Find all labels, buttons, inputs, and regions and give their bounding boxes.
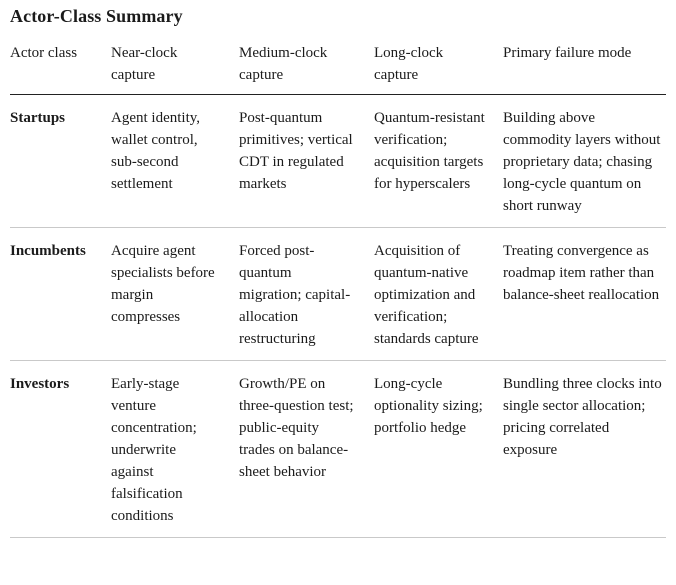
document-page: Actor-Class Summary Actor class Near-clo… bbox=[10, 6, 666, 538]
long-clock-capture-cell: Quantum-resistant verification; acquisit… bbox=[374, 110, 485, 192]
column-header-long-clock-capture: Long-clock capture bbox=[374, 42, 503, 95]
table-row-incumbents: Incumbents Acquire agent specialists bef… bbox=[10, 228, 666, 361]
primary-failure-mode-cell: Building above commodity layers without … bbox=[503, 110, 661, 214]
table-row-startups: Startups Agent identity, wallet control,… bbox=[10, 95, 666, 228]
actor-class-cell: Startups bbox=[10, 110, 66, 126]
primary-failure-mode-cell: Bundling three clocks into single sector… bbox=[503, 376, 662, 458]
page-title: Actor-Class Summary bbox=[10, 6, 183, 26]
actor-class-cell: Investors bbox=[10, 376, 70, 392]
medium-clock-capture-cell: Growth/PE on three-question test; public… bbox=[239, 376, 354, 480]
long-clock-capture-cell: Acquisition of quantum-native optimizati… bbox=[374, 243, 479, 347]
table-header-row: Actor class Near-clock capture Medium-cl… bbox=[10, 42, 666, 95]
near-clock-capture-cell: Acquire agent specialists before margin … bbox=[111, 243, 215, 325]
column-header-medium-clock-capture: Medium-clock capture bbox=[239, 42, 374, 95]
near-clock-capture-cell: Early-stage venture concentration; under… bbox=[111, 376, 197, 524]
column-header-actor-class: Actor class bbox=[10, 42, 111, 95]
near-clock-capture-cell: Agent identity, wallet control, sub-seco… bbox=[111, 110, 201, 192]
actor-class-cell: Incumbents bbox=[10, 243, 86, 259]
column-header-near-clock-capture: Near-clock capture bbox=[111, 42, 239, 95]
long-clock-capture-cell: Long-cycle optionality sizing; portfolio… bbox=[374, 376, 483, 436]
medium-clock-capture-cell: Forced post-quantum migration; capital-a… bbox=[239, 243, 351, 347]
actor-class-summary-table: Actor class Near-clock capture Medium-cl… bbox=[10, 42, 666, 538]
medium-clock-capture-cell: Post-quantum primitives; vertical CDT in… bbox=[239, 110, 353, 192]
primary-failure-mode-cell: Treating convergence as roadmap item rat… bbox=[503, 243, 660, 303]
table-row-investors: Investors Early-stage venture concentrat… bbox=[10, 361, 666, 538]
column-header-primary-failure-mode: Primary failure mode bbox=[503, 42, 666, 95]
